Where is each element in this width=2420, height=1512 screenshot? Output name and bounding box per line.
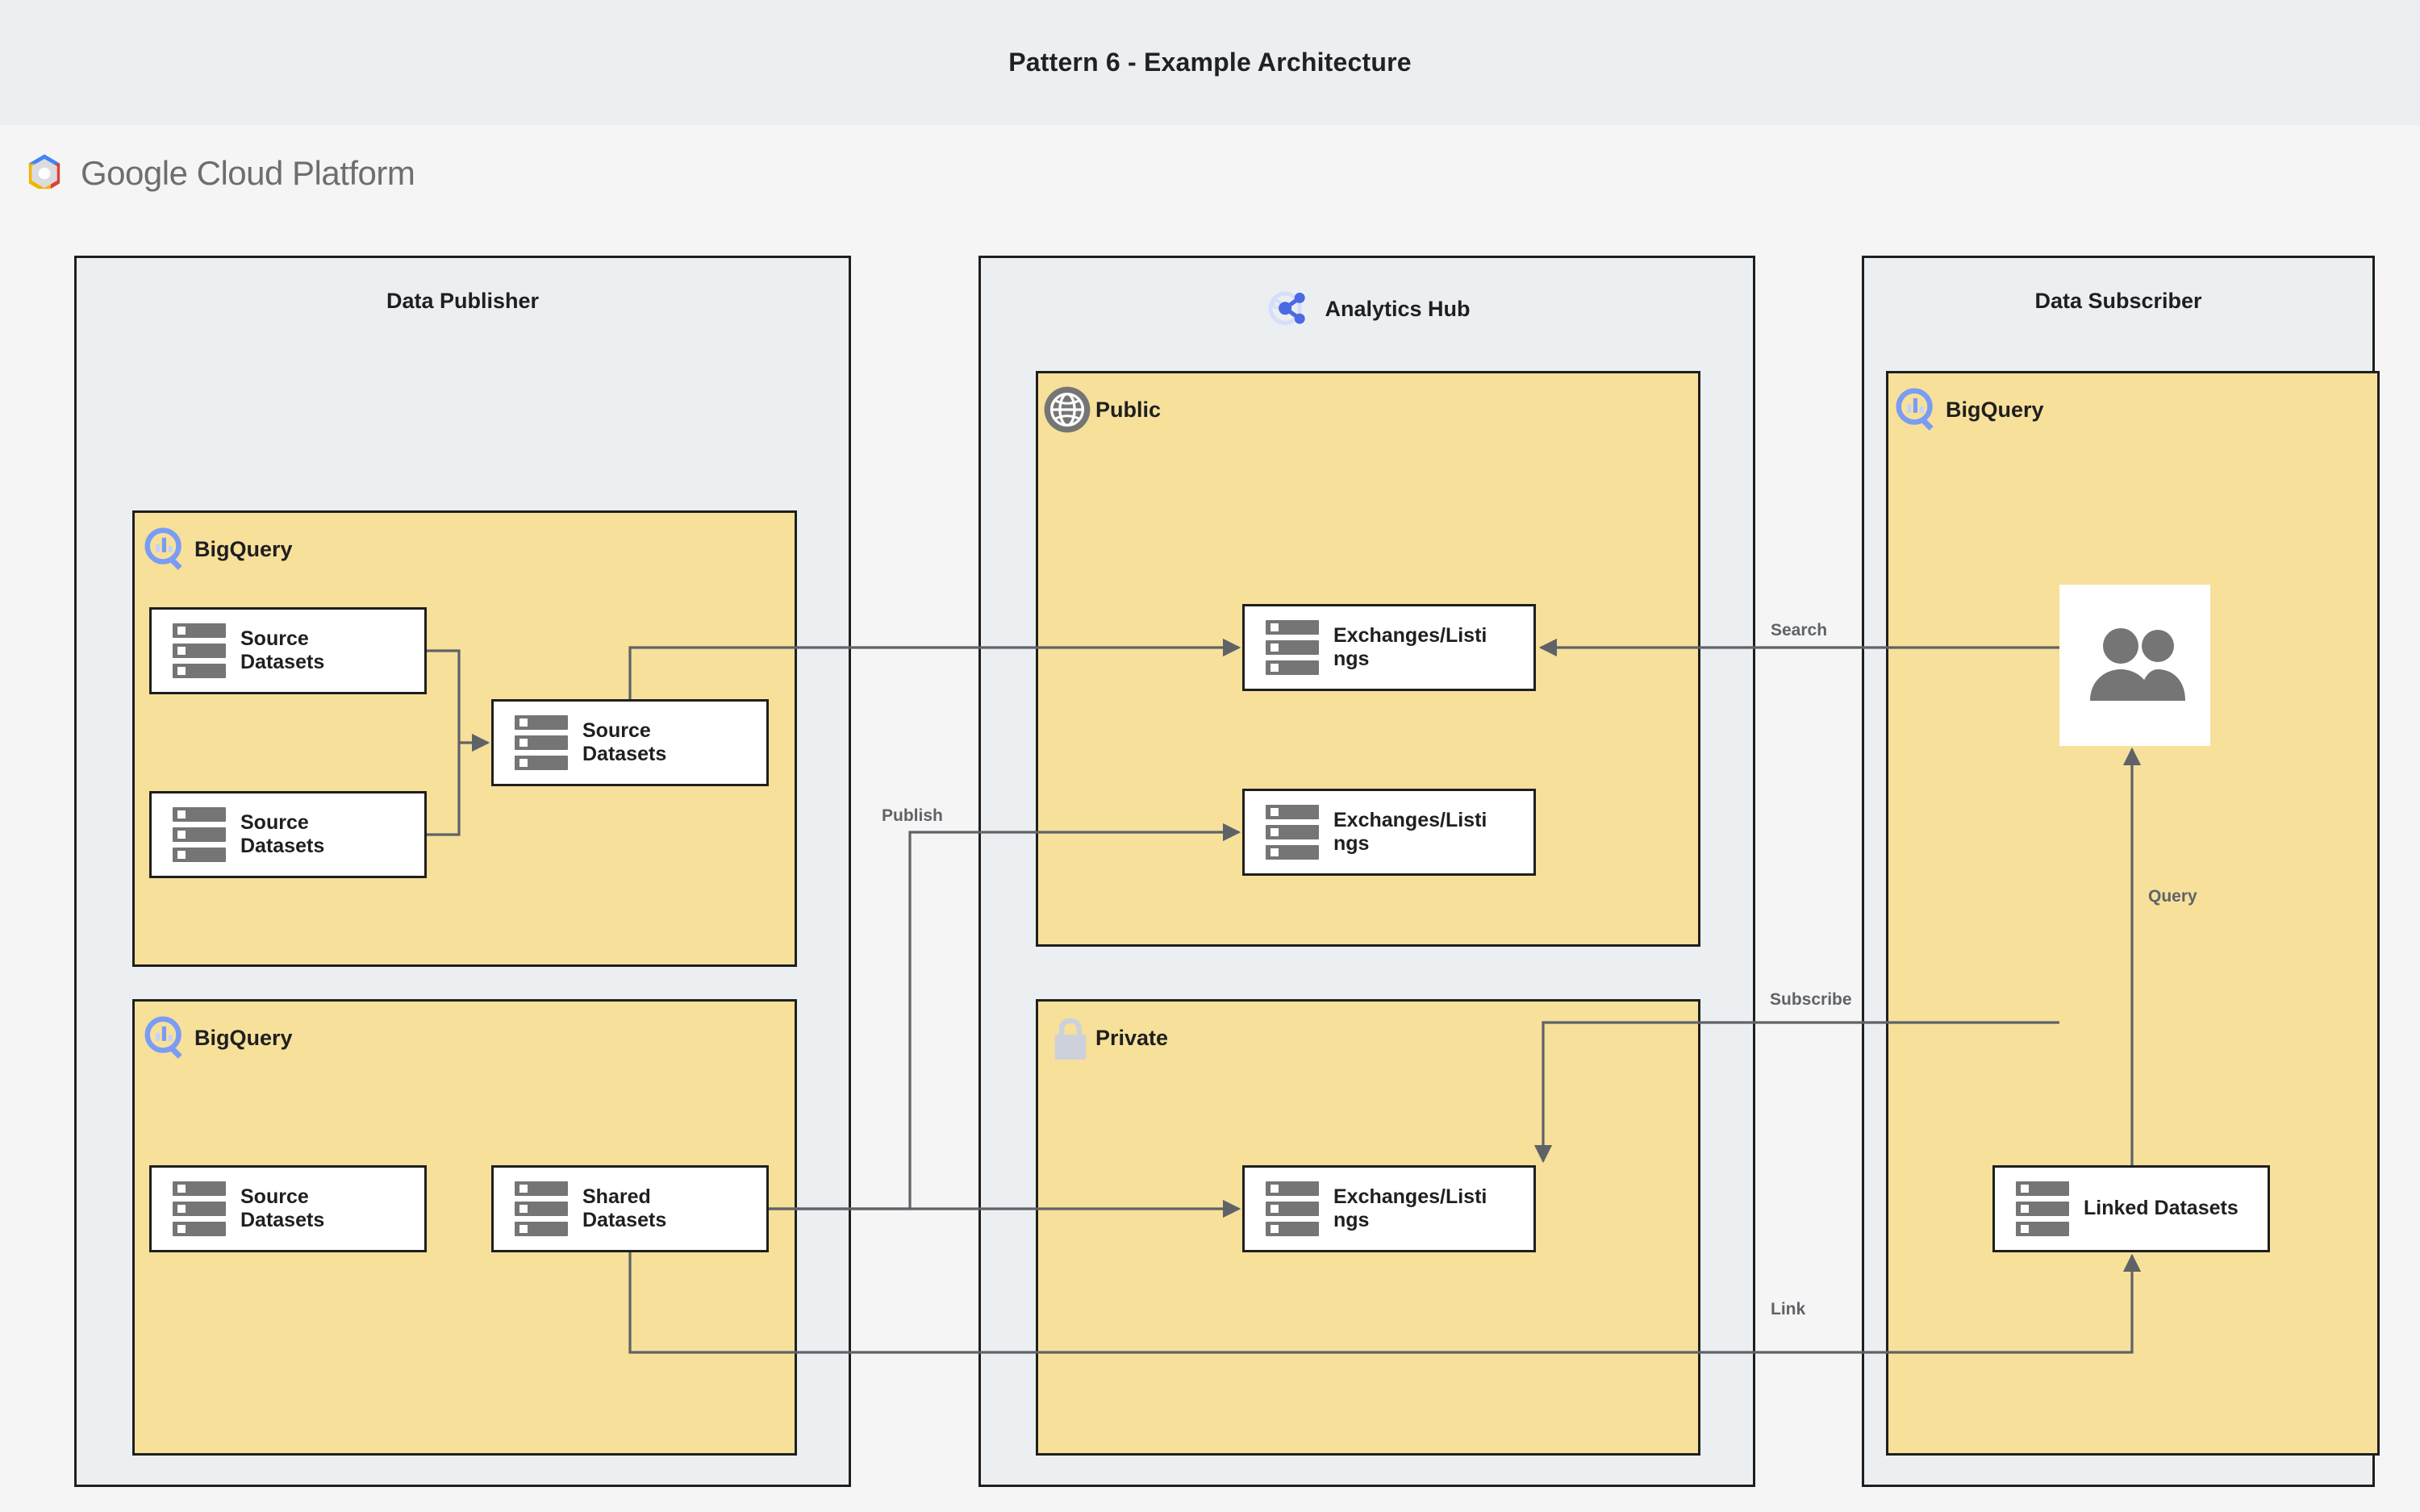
dataset-icon xyxy=(1266,1181,1319,1236)
dataset-icon xyxy=(1266,805,1319,860)
node-sub-users[interactable] xyxy=(2059,585,2210,746)
node-pub-source-mid[interactable]: Source Datasets xyxy=(491,699,769,786)
lane-title-data-subscriber: Data Subscriber xyxy=(2034,289,2202,313)
group-subscriber-bigquery[interactable] xyxy=(1886,371,2380,1456)
google-cloud-platform-logo: Google Cloud Platform xyxy=(23,152,415,195)
diagram-canvas: Google Cloud Platform Data Publisher Big… xyxy=(0,125,2420,1512)
dataset-icon xyxy=(173,1181,226,1236)
node-public-listing-2[interactable]: Exchanges/Listings xyxy=(1242,789,1536,876)
globe-icon xyxy=(1042,385,1092,435)
group-label-text: Public xyxy=(1095,397,1162,422)
dataset-icon xyxy=(173,807,226,862)
node-label: Exchanges/Listings xyxy=(1333,1185,1487,1232)
connector-label-publish: Publish xyxy=(882,806,943,825)
connector-label-query: Query xyxy=(2148,887,2197,906)
dataset-icon xyxy=(2016,1181,2069,1236)
dataset-icon xyxy=(515,1181,568,1236)
node-pub-source-1[interactable]: Source Datasets xyxy=(149,607,427,694)
page-title: Pattern 6 - Example Architecture xyxy=(1008,48,1412,77)
bigquery-icon xyxy=(1892,385,1942,435)
connector-label-link: Link xyxy=(1771,1300,1806,1318)
node-label: Source Datasets xyxy=(240,627,325,674)
lock-icon xyxy=(1049,1013,1092,1063)
node-private-listing-1[interactable]: Exchanges/Listings xyxy=(1242,1165,1536,1252)
node-label: Source Datasets xyxy=(240,810,325,858)
node-label: Source Datasets xyxy=(240,1185,325,1232)
node-label: Source Datasets xyxy=(582,719,667,766)
group-label-hub-private: Private xyxy=(1049,1013,1168,1063)
lane-title-analytics-hub: Analytics Hub xyxy=(981,282,1753,336)
group-label-text: BigQuery xyxy=(194,536,293,561)
connector-label-search: Search xyxy=(1771,621,1828,639)
connector-label-subscribe: Subscribe xyxy=(1770,990,1852,1009)
title-band: Pattern 6 - Example Architecture xyxy=(0,0,2420,125)
group-label-text: BigQuery xyxy=(1946,397,2044,422)
dataset-icon xyxy=(515,715,568,770)
dataset-icon xyxy=(1266,620,1319,675)
node-pub-source-2[interactable]: Source Datasets xyxy=(149,791,427,878)
node-pub-source-3[interactable]: Source Datasets xyxy=(149,1165,427,1252)
node-label: Exchanges/Listings xyxy=(1333,808,1487,856)
gcp-wordmark: Google Cloud Platform xyxy=(81,154,415,193)
lane-title-data-publisher: Data Publisher xyxy=(386,289,540,313)
analytics-hub-icon xyxy=(1263,282,1313,336)
node-sub-linked[interactable]: Linked Datasets xyxy=(1992,1165,2270,1252)
group-label-hub-public: Public xyxy=(1042,385,1161,435)
node-label: Linked Datasets xyxy=(2084,1197,2238,1220)
node-public-listing-1[interactable]: Exchanges/Listings xyxy=(1242,604,1536,691)
bigquery-icon xyxy=(141,524,191,574)
gcp-word-cloud-platform: Cloud Platform xyxy=(196,154,415,192)
gcp-word-google: Google xyxy=(81,154,188,192)
dataset-icon xyxy=(173,623,226,678)
node-pub-shared[interactable]: Shared Datasets xyxy=(491,1165,769,1252)
people-icon xyxy=(2089,627,2185,701)
node-label: Exchanges/Listings xyxy=(1333,623,1487,671)
lane-title-text: Analytics Hub xyxy=(1325,297,1471,321)
bigquery-icon xyxy=(141,1013,191,1063)
group-label-publisher-bigquery-bottom: BigQuery xyxy=(141,1013,293,1063)
group-label-publisher-bigquery-top: BigQuery xyxy=(141,524,293,574)
group-label-subscriber-bigquery: BigQuery xyxy=(1892,385,2044,435)
gcp-hexagon-icon xyxy=(28,154,60,190)
group-label-text: BigQuery xyxy=(194,1025,293,1050)
group-label-text: Private xyxy=(1095,1025,1169,1050)
node-label: Shared Datasets xyxy=(582,1185,667,1232)
